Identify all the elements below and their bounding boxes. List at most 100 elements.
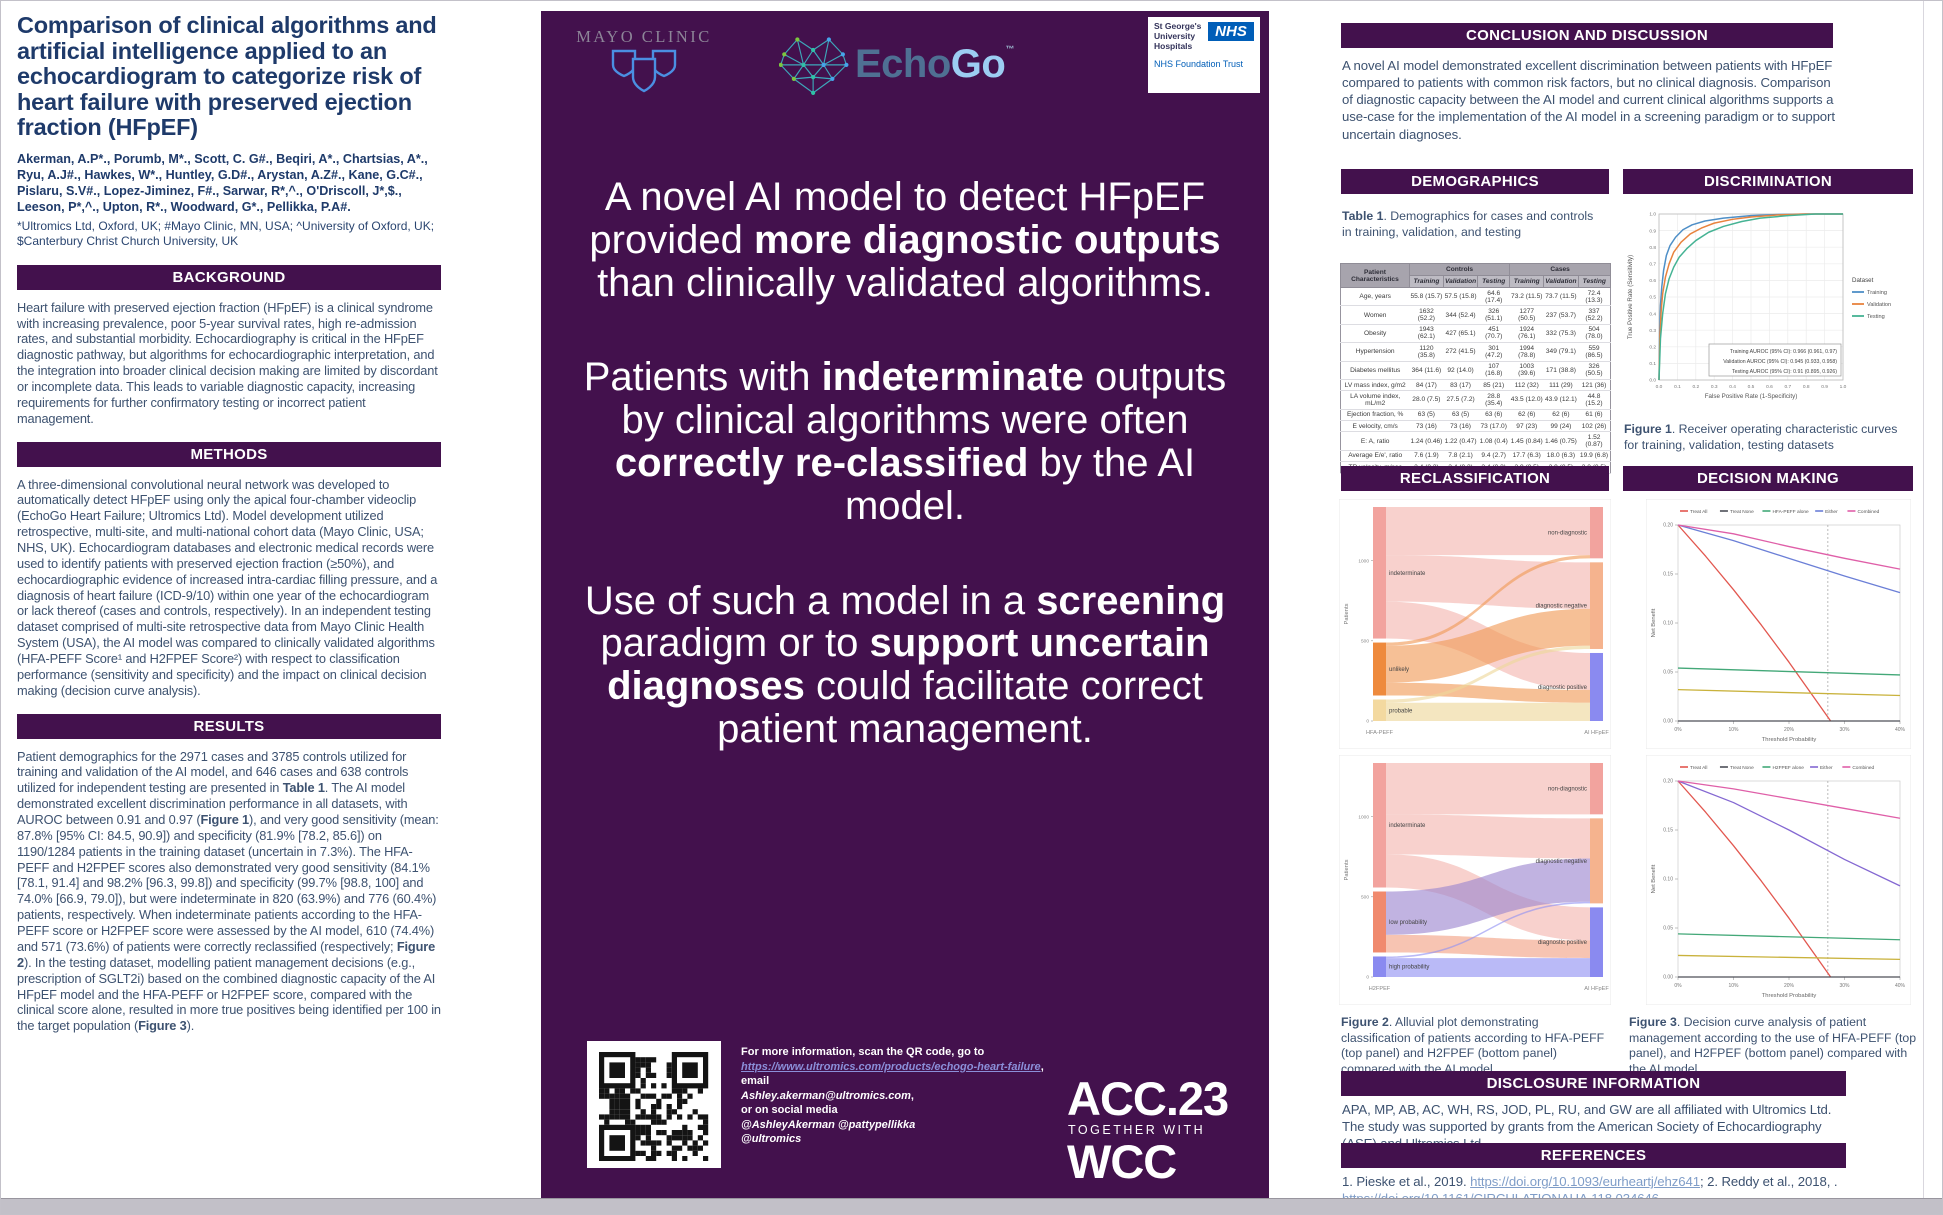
text-segment: support uncertain diagnoses — [607, 621, 1210, 709]
wcc-text: WCC — [1067, 1134, 1177, 1188]
text-segment: 1. Pieske et al., 2019. — [1342, 1174, 1471, 1189]
contact-info: For more information, scan the QR code, … — [741, 1045, 1051, 1147]
svg-text:0.05: 0.05 — [1663, 670, 1673, 676]
section-header-discrimination: DISCRIMINATION — [1623, 169, 1913, 194]
nhs-logo: NHS — [1208, 22, 1254, 41]
text-segment: ). — [186, 1018, 195, 1034]
window-bottom-edge — [1, 1198, 1942, 1214]
center-panel: MAYO CLINIC EchoGo™ St George's Universi… — [541, 11, 1269, 1198]
svg-text:500: 500 — [1361, 894, 1369, 900]
svg-text:0.10: 0.10 — [1663, 877, 1673, 883]
section-header-methods: METHODS — [17, 441, 441, 467]
figure2-alluvial-top: indeterminateunlikelyprobablenon-diagnos… — [1339, 499, 1611, 749]
svg-text:0.7: 0.7 — [1784, 384, 1791, 390]
text-segment: ), and very good sensitivity (mean: 87.8… — [17, 812, 439, 954]
svg-text:AI HFpEF: AI HFpEF — [1584, 730, 1609, 736]
svg-text:Dataset: Dataset — [1852, 277, 1874, 284]
mayo-shields-icon — [611, 49, 677, 93]
svg-text:0.5: 0.5 — [1649, 295, 1656, 301]
acc23-wcc-logo: ACC.23 TOGETHER WITH WCC — [1067, 1072, 1229, 1188]
text-segment: indeterminate — [821, 355, 1084, 400]
svg-text:HFA-PEFF: HFA-PEFF — [1366, 730, 1394, 736]
text-segment: more diagnostic outputs — [753, 217, 1221, 262]
svg-text:0.8: 0.8 — [1649, 245, 1656, 251]
echogo-wordmark: EchoGo™ — [855, 42, 1014, 87]
svg-text:0.8: 0.8 — [1803, 384, 1810, 390]
page-right-edge — [1923, 1, 1924, 1198]
svg-text:0.2: 0.2 — [1649, 345, 1656, 351]
svg-text:500: 500 — [1361, 638, 1369, 644]
poster-title: Comparison of clinical algorithms and ar… — [17, 12, 437, 141]
text-segment: correctly re-classified — [614, 440, 1029, 485]
svg-text:indeterminate: indeterminate — [1389, 823, 1426, 829]
svg-text:Net Benefit: Net Benefit — [1651, 864, 1657, 893]
table-row: Ejection fraction, %63 (5)63 (5)63 (6)62… — [1340, 409, 1611, 422]
svg-text:0.3: 0.3 — [1649, 328, 1656, 334]
svg-text:True Positive Rate (Sensitivit: True Positive Rate (Sensitivity) — [1627, 255, 1634, 339]
svg-text:0.9: 0.9 — [1649, 228, 1656, 234]
svg-text:AI HFpEF: AI HFpEF — [1584, 986, 1609, 992]
text-segment: by the AI model. — [844, 440, 1196, 528]
svg-text:Combined: Combined — [1857, 509, 1879, 515]
acc23-text: ACC.23 — [1067, 1072, 1229, 1125]
svg-text:H2FPEF: H2FPEF — [1369, 986, 1391, 992]
figure3-decision-bottom: 0%10%20%30%40%0.000.050.100.150.20Treat … — [1646, 755, 1911, 1005]
echogo-logo: EchoGo™ — [779, 31, 1014, 97]
svg-text:0.00: 0.00 — [1663, 719, 1673, 725]
svg-text:high probability: high probability — [1389, 965, 1429, 971]
svg-text:30%: 30% — [1839, 983, 1850, 989]
svg-text:0.1: 0.1 — [1674, 384, 1681, 390]
text-segment: than clinically validated algorithms. — [597, 260, 1213, 305]
text-segment: Figure 2 — [1341, 1015, 1389, 1029]
svg-text:0.4: 0.4 — [1729, 384, 1736, 390]
svg-text:Training: Training — [1867, 290, 1887, 296]
text-segment: , — [910, 1089, 914, 1102]
svg-text:1000: 1000 — [1358, 814, 1369, 820]
text-segment: . Demographics for cases and controls in… — [1342, 209, 1594, 239]
section-header-disclosure: DISCLOSURE INFORMATION — [1341, 1071, 1846, 1096]
svg-text:0.20: 0.20 — [1663, 779, 1673, 785]
text-segment: screening — [1036, 578, 1226, 623]
svg-text:Testing AUROC (95% CI): 0.91 (: Testing AUROC (95% CI): 0.91 (0.895, 0.9… — [1732, 369, 1837, 375]
text-segment: Figure 1 — [1624, 422, 1672, 436]
svg-text:low probability: low probability — [1389, 920, 1427, 926]
svg-text:unlikely: unlikely — [1389, 667, 1409, 673]
svg-text:40%: 40% — [1895, 983, 1906, 989]
link[interactable]: https://doi.org/10.1093/eurheartj/ehz641 — [1470, 1174, 1700, 1189]
text-segment: Table 1 — [1342, 209, 1384, 223]
svg-text:40%: 40% — [1895, 727, 1906, 733]
results-text: Patient demographics for the 2971 cases … — [17, 749, 441, 1034]
svg-text:diagnostic negative: diagnostic negative — [1536, 859, 1588, 865]
svg-text:10%: 10% — [1728, 727, 1739, 733]
svg-text:Treat None: Treat None — [1730, 509, 1754, 515]
svg-text:0.10: 0.10 — [1663, 621, 1673, 627]
svg-text:0.15: 0.15 — [1663, 828, 1673, 834]
section-header-references: REFERENCES — [1341, 1143, 1846, 1168]
headline-paragraph-2: Patients with indeterminate outputs by c… — [565, 356, 1245, 527]
svg-text:0%: 0% — [1674, 983, 1682, 989]
svg-text:Patients: Patients — [1344, 859, 1350, 880]
link[interactable]: https://www.ultromics.com/products/echog… — [741, 1060, 1041, 1073]
mayo-clinic-wordmark: MAYO CLINIC — [576, 27, 712, 46]
authors: Akerman, A.P*., Porumb, M*., Scott, C. G… — [17, 152, 428, 214]
text-segment: Table 1 — [282, 780, 325, 796]
table1-caption: Table 1. Demographics for cases and cont… — [1342, 209, 1604, 240]
section-header-reclassification: RECLASSIFICATION — [1341, 466, 1609, 491]
text-segment: outputs by clinical algorithms were ofte… — [621, 355, 1227, 443]
st-georges-text: St George's University Hospitals — [1154, 21, 1202, 51]
text-segment: Patient demographics for the 2971 cases … — [17, 748, 409, 796]
svg-text:0.0: 0.0 — [1656, 384, 1663, 390]
text-segment: Figure 2 — [17, 938, 436, 970]
svg-text:0.05: 0.05 — [1663, 926, 1673, 932]
svg-text:0.0: 0.0 — [1649, 378, 1656, 384]
conclusion-text: A novel AI model demonstrated excellent … — [1342, 58, 1835, 142]
trademark-symbol: ™ — [1005, 43, 1014, 54]
echogo-heart-network-icon — [779, 37, 849, 95]
echogo-echo-text: Echo — [855, 41, 951, 86]
svg-text:Either: Either — [1825, 509, 1838, 515]
svg-text:Net Benefit: Net Benefit — [1651, 608, 1657, 637]
